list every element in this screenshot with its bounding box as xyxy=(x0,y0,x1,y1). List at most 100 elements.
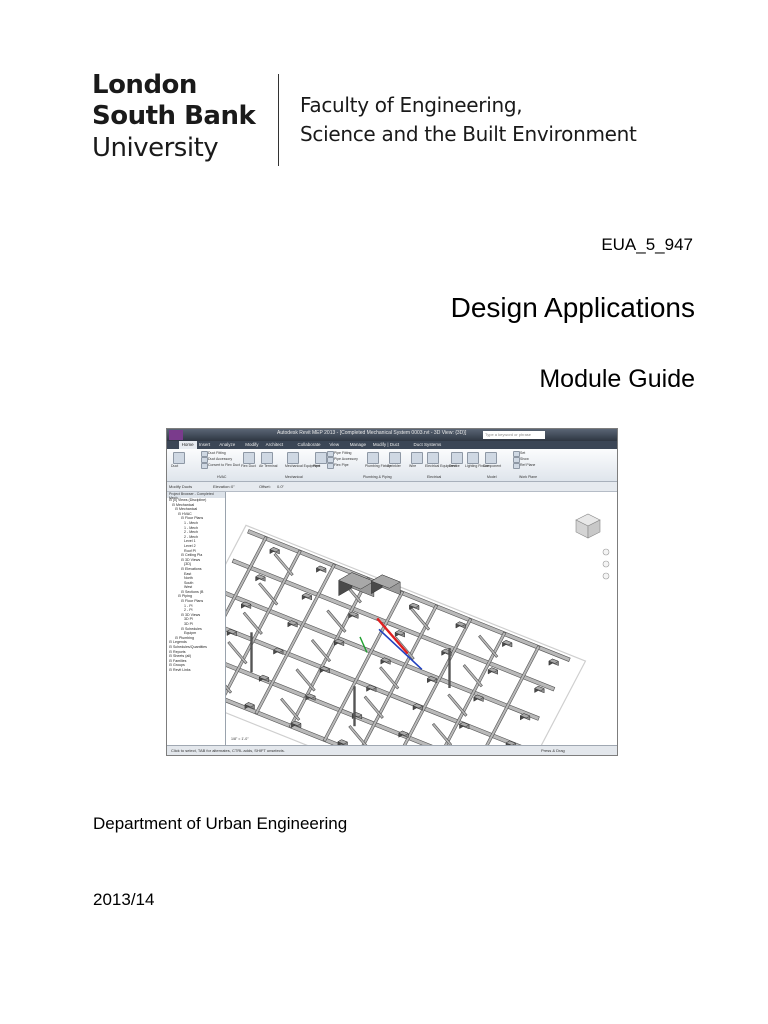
ribbon-tool-label: Plumbing Fixture xyxy=(365,464,392,468)
revit-tab: Manage xyxy=(349,442,366,447)
ribbon-tool-icon xyxy=(451,452,463,464)
document-subtitle: Module Guide xyxy=(539,365,695,393)
ribbon-tool-label: Flex Duct xyxy=(241,464,256,468)
equipment-top xyxy=(305,693,316,699)
revit-tab: Home xyxy=(178,441,197,449)
equipment-top xyxy=(455,621,467,627)
logo-divider xyxy=(278,74,279,166)
equipment-top xyxy=(487,667,499,673)
browser-tree-item: ⊟ Reports xyxy=(169,649,186,654)
duct-run xyxy=(448,694,467,716)
options-bar-item: Modify Ducts xyxy=(169,484,193,489)
ribbon-tool-label: Pipe Fitting xyxy=(334,451,352,455)
revit-tab: Modify xyxy=(245,442,259,447)
browser-tree-item: ⊟ Revit Links xyxy=(169,667,191,672)
ribbon-tool-icon xyxy=(327,463,334,469)
browser-tree-item: ⊟ Sections (B xyxy=(181,589,204,594)
duct-run xyxy=(480,645,540,755)
duct-run xyxy=(410,608,430,630)
equipment-top xyxy=(240,601,252,607)
browser-tree-item: ⊟ Elevations xyxy=(181,566,202,571)
ribbon-tool-icon xyxy=(485,452,497,464)
browser-tree-item: ⊟ Ceiling Pla xyxy=(181,553,203,558)
revit-tab: Architect xyxy=(265,442,284,447)
equipment-top xyxy=(380,657,391,663)
browser-tree-item: Roof Pl xyxy=(184,548,196,553)
ribbon-tool-label: Component xyxy=(483,464,502,468)
equipment-top xyxy=(338,572,375,590)
equipment-top xyxy=(290,720,302,726)
browser-tree-item: Level 2 xyxy=(184,543,196,548)
equipment-top xyxy=(365,684,377,690)
ribbon-tool-icon xyxy=(467,452,479,464)
revit-tab: Collaborate xyxy=(297,442,321,447)
browser-tree-item: ⊟ Legends xyxy=(169,640,187,645)
revit-app-icon xyxy=(169,430,183,440)
browser-tree-item: ⊟ 3D Views xyxy=(181,557,201,562)
equipment-top xyxy=(287,620,298,626)
duct-run xyxy=(463,665,483,687)
ribbon-group-label: Plumbing & Piping xyxy=(363,475,392,479)
browser-tree-item: ⊟ Floor Plans xyxy=(181,516,204,521)
ribbon-group-label: Mechanical xyxy=(285,475,303,479)
browser-tree-item: ⊟ Schedules xyxy=(181,626,202,631)
ribbon-tool-icon xyxy=(261,452,273,464)
duct-run xyxy=(232,559,555,691)
duct-run xyxy=(221,550,301,701)
ribbon-group-label: Electrical xyxy=(427,475,442,479)
ribbon-tool-icon xyxy=(513,451,520,457)
university-name-line-1: London xyxy=(92,70,197,100)
options-bar-item: 0.0" xyxy=(277,484,284,489)
options-bar-item: Offset: xyxy=(259,484,271,489)
module-title: Design Applications xyxy=(450,292,695,323)
equipment-top xyxy=(348,611,359,617)
duct-run xyxy=(296,669,315,691)
project-browser-title: Project Browser - Completed Mech... xyxy=(167,492,225,500)
browser-tree-item: ⊟ Piping xyxy=(178,594,192,599)
ribbon-group-label: Model xyxy=(487,475,497,479)
duct-run xyxy=(311,639,331,662)
browser-tree-item: ⊟ Plumbing xyxy=(175,635,194,640)
duct-run xyxy=(323,591,404,742)
equipment-top xyxy=(408,602,420,608)
ribbon-tool-label: Mechanical Equipment xyxy=(285,464,321,468)
pipe-green xyxy=(359,636,368,653)
revit-tab: Analyze xyxy=(219,442,236,447)
browser-tree-item: North xyxy=(184,576,193,581)
view-cube-right xyxy=(587,519,601,539)
browser-tree-item: ⊟ Sheets (all) xyxy=(169,654,192,659)
ribbon-tool-icon xyxy=(327,457,334,463)
ribbon-tool-label: Device xyxy=(449,464,460,468)
equipment-top xyxy=(458,721,470,728)
equipment-top xyxy=(269,547,281,553)
ribbon-tool-label: Electrical Equipment xyxy=(425,464,457,468)
university-name-line-3: University xyxy=(92,133,219,163)
options-bar-item: Elevation: xyxy=(213,484,231,489)
browser-tree-item: South xyxy=(184,580,194,585)
ribbon-tool-label: Duct xyxy=(171,464,179,468)
ribbon-tool-label: Flex Pipe xyxy=(334,463,349,467)
academic-year: 2013/14 xyxy=(93,890,155,909)
equipment-top xyxy=(337,739,349,745)
equipment-top xyxy=(255,574,266,580)
browser-tree-item: 1 - Mech xyxy=(184,520,198,525)
browser-tree-item: 1 - Mech xyxy=(184,525,198,530)
ribbon-tool-label: Wire xyxy=(409,464,417,468)
equipment-top xyxy=(394,630,406,636)
browser-tree-item: ⊟ HVAC xyxy=(178,511,192,516)
module-code: EUA_5_947 xyxy=(601,235,693,254)
project-browser-tree: ⊟ [0] Views (Discipline)⊟ Mechanical⊟ Me… xyxy=(167,498,225,673)
navigation-control xyxy=(602,572,610,580)
equipment-top xyxy=(272,647,284,653)
ribbon-tool-label: Ref Plane xyxy=(520,463,536,467)
faculty-name-line-1: Faculty of Engineering, xyxy=(300,93,523,117)
ribbon-tool-label: Set xyxy=(520,451,526,455)
ribbon-tool-icon xyxy=(173,452,185,464)
duct-run xyxy=(186,647,457,755)
duct-run xyxy=(327,610,346,632)
browser-tree-item: ⊟ Floor Plans xyxy=(181,599,204,604)
faculty-name: Faculty of Engineering, Science and the … xyxy=(300,91,637,149)
browser-tree-item: ⊟ Groups xyxy=(169,663,185,668)
equipment-top xyxy=(534,685,545,692)
